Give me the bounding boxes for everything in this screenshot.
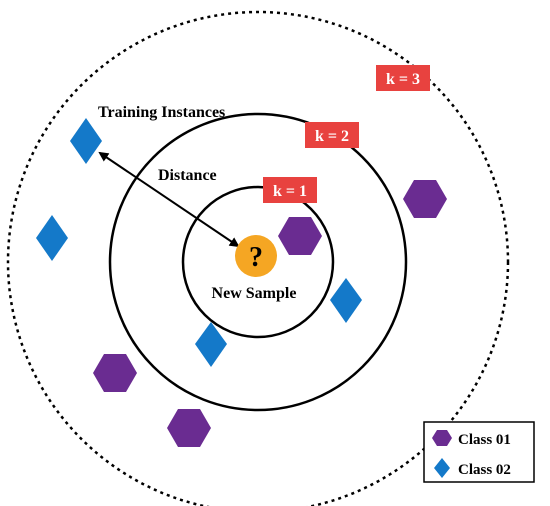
distance-arrow: [98, 151, 240, 248]
k3-boundary-circle: [6, 10, 510, 506]
k2-boundary-circle: [108, 112, 408, 412]
class02-diamond: [36, 215, 68, 261]
k1-boundary-circle: [181, 185, 335, 339]
k3-label: k = 3: [386, 71, 420, 88]
k1-badge: k = 1: [263, 177, 317, 203]
class02-diamond: [70, 118, 102, 164]
distance-label: Distance: [158, 167, 217, 184]
training-instances-label: Training Instances: [98, 104, 225, 121]
class01-hexagon: [167, 409, 211, 447]
query-mark: ?: [249, 242, 263, 273]
class02-diamond: [195, 322, 227, 367]
k2-badge: k = 2: [305, 122, 359, 148]
class01-hexagon: [403, 180, 447, 218]
legend: Class 01 Class 02: [423, 421, 535, 483]
k3-badge: k = 3: [376, 65, 430, 91]
new-sample-point: [235, 235, 277, 277]
class02-diamond: [330, 278, 362, 323]
new-sample-label: New Sample: [212, 285, 297, 302]
hexagon-icon: [432, 430, 452, 446]
k2-label: k = 2: [315, 128, 349, 145]
diamond-icon: [434, 458, 450, 478]
class01-hexagon: [93, 354, 137, 392]
class01-hexagon: [278, 217, 322, 255]
legend-class02-label: Class 02: [458, 462, 511, 478]
legend-class01-label: Class 01: [458, 432, 511, 448]
k1-label: k = 1: [273, 183, 307, 200]
